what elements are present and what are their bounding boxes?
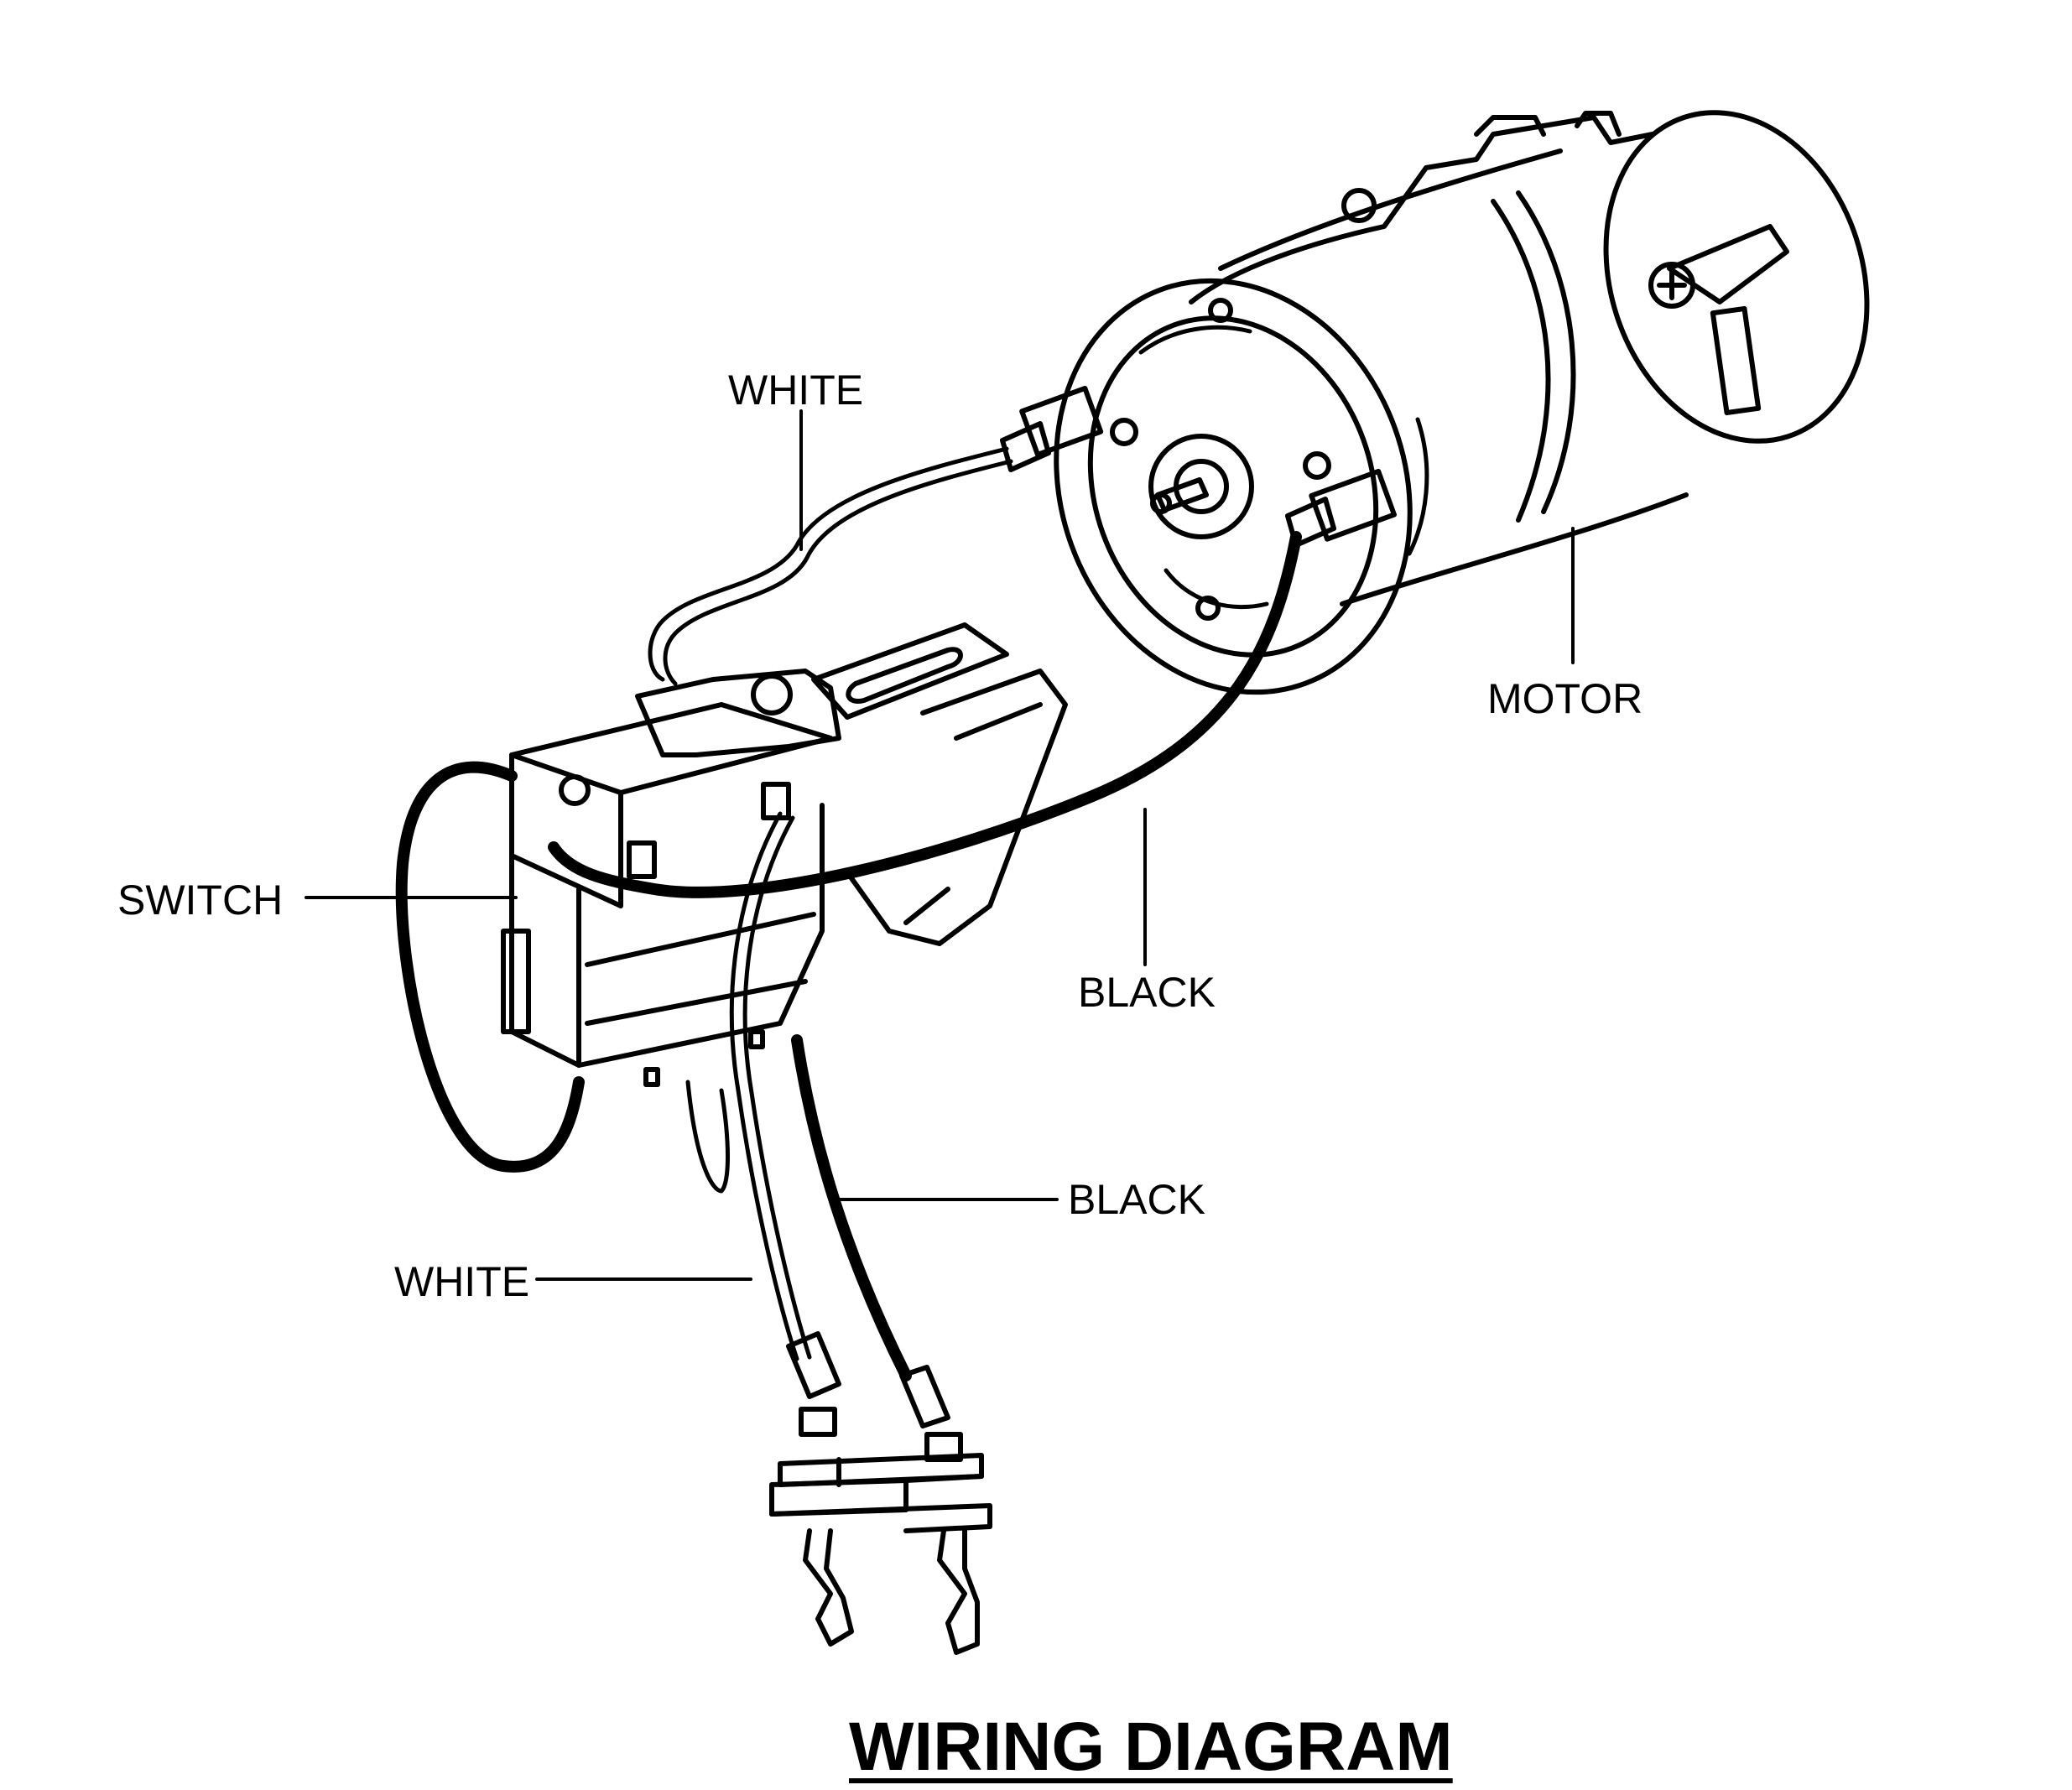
motor-can-top	[1189, 115, 1655, 304]
switch-trigger-lever	[635, 669, 841, 757]
switch-bottom-terminal-2	[748, 1029, 765, 1049]
switch-trigger-face	[903, 702, 1043, 925]
terminal-plate-bottom	[769, 1503, 992, 1533]
motor-plate-slot-lower	[1164, 568, 1269, 610]
terminal-blade-right	[937, 1528, 980, 1655]
switch	[501, 622, 1068, 1087]
switch-top-hole	[559, 774, 591, 806]
wire-black-loop	[395, 761, 585, 1173]
motor-plate-hole-right	[1303, 451, 1331, 480]
switch-left-tab	[501, 929, 531, 1034]
wire-white-lower	[685, 811, 812, 1361]
motor-left-tab	[1341, 188, 1377, 223]
wire-black-lower	[791, 1034, 912, 1382]
switch-lock-slide	[811, 622, 1009, 720]
motor-shaft-tip	[1150, 492, 1172, 514]
label-motor: MOTOR	[1487, 675, 1643, 722]
terminal-plate-step	[836, 1457, 984, 1487]
motor-plate-hole-top	[1208, 298, 1233, 323]
motor-side-bracket	[1667, 224, 1789, 304]
switch-bottom-terminal-1	[643, 1067, 660, 1087]
wire-white-top	[648, 446, 1013, 686]
switch-housing-base	[576, 803, 825, 1068]
connector-white	[786, 1331, 841, 1399]
label-white-top: WHITE	[728, 367, 864, 414]
motor-plate-slot-right	[1407, 417, 1429, 556]
switch-housing-lower	[509, 853, 581, 1068]
motor-front-plate-inner	[1087, 315, 1379, 658]
terminal-post-left	[799, 1407, 837, 1437]
switch-contact-left	[627, 840, 657, 879]
motor-plate-slot-upper	[1138, 325, 1252, 355]
motor-screw	[1648, 262, 1695, 309]
motor	[1000, 110, 1870, 695]
switch-trigger-paddle	[845, 669, 1068, 946]
switch-housing-body	[585, 912, 816, 1026]
motor-brush-terminal-right	[1309, 468, 1397, 542]
leader-lines	[305, 409, 1575, 1281]
motor-tab-top	[1474, 111, 1622, 137]
motor-brush-terminal-left	[1019, 385, 1104, 457]
motor-side-terminal	[1710, 305, 1762, 416]
switch-housing-front	[509, 752, 623, 908]
motor-plate-hole-bottom	[1195, 596, 1221, 621]
diagram-title: WIRING DIAGRAM	[849, 1709, 1453, 1785]
terminal-blade-left	[803, 1528, 854, 1647]
label-black-lower: BLACK	[1068, 1176, 1205, 1223]
motor-rear-cap	[1603, 110, 1870, 444]
motor-shaft	[1155, 477, 1209, 513]
wire-black-upper	[548, 531, 1302, 898]
terminal-post-right	[924, 1432, 963, 1462]
motor-front-plate	[1054, 278, 1413, 695]
label-white-bottom: WHITE	[394, 1258, 530, 1305]
motor-hub-outer	[1148, 434, 1254, 539]
battery-terminal-block	[769, 1331, 992, 1655]
switch-pivot	[751, 674, 793, 715]
connector-black	[899, 1365, 950, 1428]
motor-ring-2	[1491, 199, 1551, 523]
switch-lock-slot	[846, 647, 963, 704]
switch-contact-right	[761, 782, 791, 820]
label-black-upper: BLACK	[1078, 969, 1216, 1016]
motor-ring-1	[1516, 190, 1576, 514]
label-switch: SWITCH	[117, 877, 284, 924]
motor-screw-slot	[1657, 270, 1687, 300]
motor-plate-hole-left	[1110, 418, 1138, 446]
